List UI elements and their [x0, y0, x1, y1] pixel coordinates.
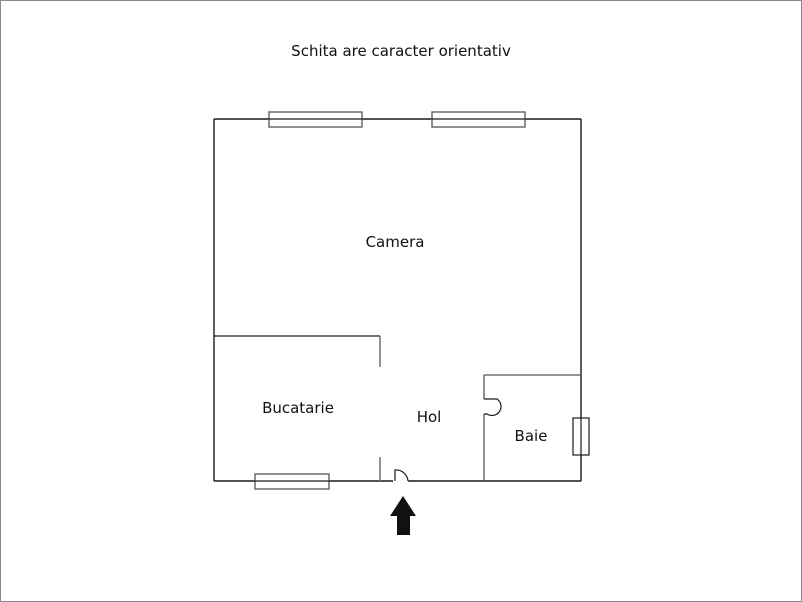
plan-disclaimer-title: Schita are caracter orientativ — [291, 42, 511, 60]
bathroom-door-arc-icon — [484, 398, 502, 417]
room-label-bucatarie: Bucatarie — [262, 399, 334, 417]
room-label-camera: Camera — [365, 233, 425, 251]
room-label-baie: Baie — [514, 427, 548, 445]
entrance-arrow-icon — [390, 496, 416, 535]
entrance-door-arc-icon — [394, 469, 409, 482]
window-bathroom — [572, 417, 590, 456]
bathroom-walls — [483, 374, 581, 481]
room-label-hol: Hol — [416, 408, 442, 426]
window-kitchen — [254, 473, 330, 490]
window-camera-right — [431, 111, 526, 128]
window-camera-left — [268, 111, 363, 128]
